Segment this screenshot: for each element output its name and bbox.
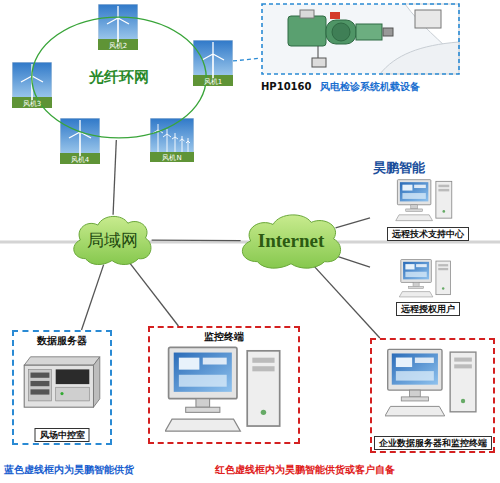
turbine-label: 风机N	[150, 154, 194, 162]
box-title: 数据服务器	[14, 334, 110, 347]
cloud-label: 局域网	[87, 229, 138, 252]
device-caption: 风电检诊系统机载设备	[320, 80, 420, 93]
turbine-label: 风机1	[193, 78, 233, 86]
enterprise-server-box: 企业数据服务器和监控终端	[370, 338, 495, 453]
turbine-node: 风机N	[150, 118, 194, 162]
network-link	[152, 240, 241, 242]
turbine-node: 风机1	[193, 40, 233, 86]
model-number: HP10160	[261, 80, 312, 93]
fiber-ring: 光纤环网	[30, 15, 208, 140]
internet-cloud: Internet	[235, 210, 347, 272]
monitor-terminal-box: 监控终端	[148, 326, 300, 444]
ring-label: 光纤环网	[89, 68, 149, 87]
station-label: 远程技术支持中心	[387, 227, 469, 241]
network-link	[336, 218, 370, 228]
turbine-node: 风机2	[98, 4, 138, 50]
onboard-device-box: HP10160 风电检诊系统机载设备	[258, 3, 463, 93]
network-link	[233, 58, 258, 61]
cloud-shape	[74, 216, 151, 264]
footnote-text: 蓝色虚线框内为昊鹏智能供货	[4, 463, 134, 476]
remote-user: 远程授权用户	[370, 255, 485, 317]
turbine-label: 风机4	[60, 156, 100, 164]
network-link	[129, 263, 178, 326]
cloud-shape	[242, 215, 340, 268]
station-label: 企业数据服务器和监控终端	[374, 436, 492, 450]
network-link	[81, 265, 103, 330]
footnote-text: 红色虚线框内为昊鹏智能供货或客户自备	[215, 463, 395, 476]
support-center: 昊鹏智能远程技术支持中心	[370, 160, 485, 242]
turbine-node: 风机3	[12, 62, 52, 108]
network-link	[314, 266, 380, 338]
company-title: 昊鹏智能	[373, 160, 425, 176]
cloud-label: Internet	[258, 230, 324, 252]
network-link	[334, 255, 370, 267]
turbine-node: 风机4	[60, 118, 100, 164]
ring-line	[32, 17, 206, 138]
lan-cloud: 局域网	[68, 212, 156, 268]
network-link	[113, 140, 116, 215]
turbine-label: 风机3	[12, 100, 52, 108]
box-title: 监控终端	[150, 330, 298, 343]
station-label: 远程授权用户	[396, 302, 460, 316]
turbine-label: 风机2	[98, 42, 138, 50]
room-label: 风场中控室	[35, 428, 90, 442]
data-server-box: 数据服务器风场中控室	[12, 330, 112, 445]
